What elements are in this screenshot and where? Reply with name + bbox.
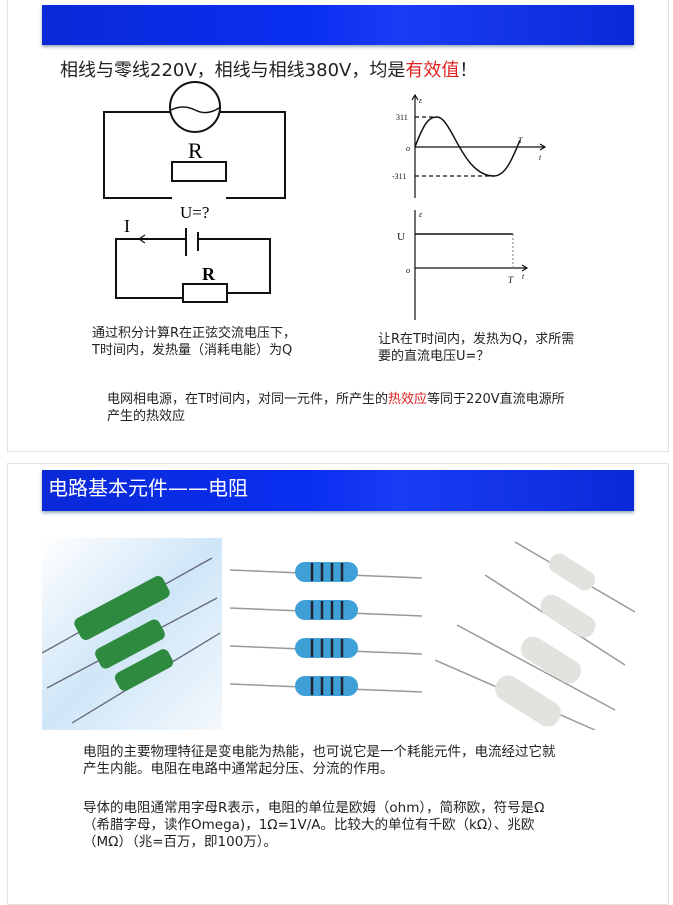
conclusion-part1: 电网相电源，在T时间内，对同一元件，所产生的	[107, 392, 388, 407]
paragraph-resistor-units: 导体的电阻通常用字母R表示，电阻的单位是欧姆（ohm），简称欧，符号是Ω（希腊字…	[83, 800, 545, 850]
blue-color-band-resistors-photo	[230, 562, 422, 696]
white-ceramic-resistors-photo	[435, 541, 636, 730]
ac-circuit-diagram	[103, 81, 286, 199]
slide-1	[7, 0, 669, 452]
svg-text:I: I	[124, 216, 130, 236]
slide-1-headline: 相线与零线220V，相线与相线380V，均是有效值！	[60, 56, 477, 82]
ac-resistor-label: R	[188, 138, 203, 163]
svg-text:ε: ε	[419, 96, 423, 105]
resistor-symbol	[182, 283, 228, 303]
svg-text:T: T	[518, 136, 523, 145]
slide-1-banner	[42, 5, 634, 45]
svg-text:U=?: U=?	[180, 203, 209, 222]
resistor-symbol	[171, 161, 227, 182]
slide-2-title: 电路基本元件——电阻	[48, 476, 248, 500]
headline-text: 相线与零线220V，相线与相线380V，均是	[60, 60, 406, 81]
svg-text:311: 311	[396, 113, 408, 122]
svg-text:o: o	[406, 266, 410, 275]
slide-2-banner: 电路基本元件——电阻	[42, 470, 634, 511]
conclusion-highlight: 热效应	[387, 392, 427, 407]
svg-text:-311: -311	[392, 172, 406, 181]
svg-text:T: T	[508, 275, 514, 285]
sine-graph	[411, 93, 547, 198]
svg-text:ε: ε	[419, 210, 423, 219]
svg-text:t: t	[522, 272, 525, 281]
green-wirewound-resistors-photo	[42, 538, 222, 730]
physics-diagrams: R 311 -311 o T t ε U=? I R U o T t ε	[103, 81, 547, 320]
conclusion-text: 电网相电源，在T时间内，对同一元件，所产生的热效应等同于220V直流电源所产生的…	[107, 391, 575, 425]
right-caption: 让R在T时间内，发热为Q，求所需要的直流电压U=？	[378, 332, 575, 364]
svg-text:R: R	[202, 264, 216, 284]
svg-text:o: o	[406, 144, 410, 153]
headline-end: ！	[459, 60, 478, 81]
conclusion-part2: 等同于220V直流电源所产生的热效应	[107, 392, 565, 424]
headline-highlight: 有效值	[405, 60, 460, 81]
svg-text:t: t	[539, 153, 542, 162]
left-caption: 通过积分计算R在正弦交流电压下，T时间内，发热量（消耗电能）为Q	[92, 326, 297, 358]
dc-graph	[414, 210, 529, 320]
ac-source-icon	[169, 81, 221, 133]
svg-text:U: U	[397, 231, 405, 243]
paragraph-resistor-function: 电阻的主要物理特征是变电能为热能，也可说它是一个耗能元件，电流经过它就产生内能。…	[83, 744, 556, 777]
dc-circuit-diagram	[115, 228, 271, 303]
